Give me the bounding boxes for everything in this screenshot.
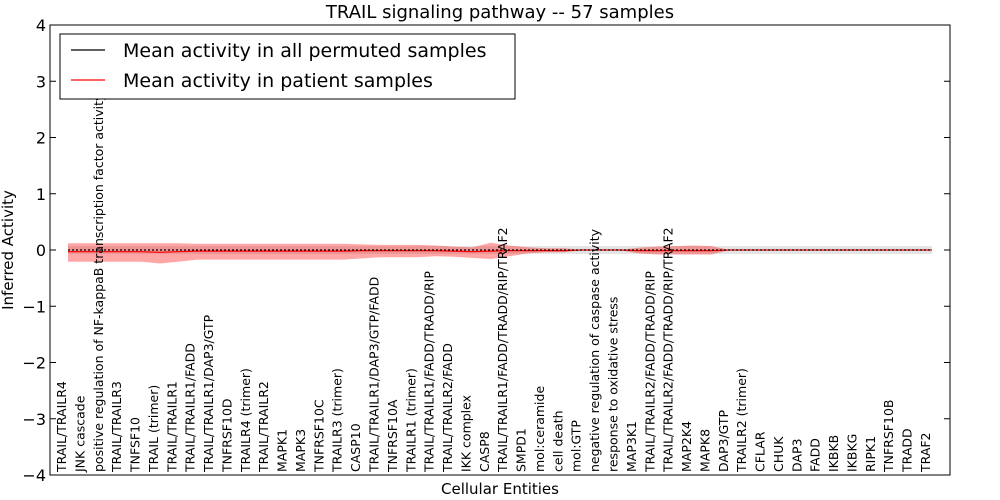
category-label: TRAIL (trimer) xyxy=(146,385,161,473)
legend: Mean activity in all permuted samples Me… xyxy=(59,33,516,100)
category-label: TRAIL/TRAILR3 xyxy=(109,381,124,473)
legend-label-permuted: Mean activity in all permuted samples xyxy=(123,40,486,62)
category-label: TNFRSF10B xyxy=(881,400,896,473)
category-label: TNFRSF10D xyxy=(219,398,234,473)
category-label: CASP8 xyxy=(477,431,492,472)
category-label: SMPD1 xyxy=(514,428,529,472)
y-tick-label: 3 xyxy=(36,72,46,91)
y-tick-label: 4 xyxy=(36,16,46,35)
category-label: TRAIL/TRAILR1/FADD/TRADD/RIP xyxy=(422,271,437,473)
category-label: mol:ceramide xyxy=(532,386,547,472)
category-label: TRAIL/TRAILR1 xyxy=(164,381,179,473)
category-label: MAP3K1 xyxy=(624,421,639,472)
y-tick-label: −1 xyxy=(22,297,46,316)
category-label: positive regulation of NF-kappaB transcr… xyxy=(91,93,106,472)
category-label: CHUK xyxy=(771,436,786,472)
category-label: TRAIL/TRAILR1/FADD/TRADD/RIP/TRAF2 xyxy=(495,227,510,473)
band-series-1 xyxy=(68,242,932,264)
y-tick-label: 1 xyxy=(36,185,46,204)
category-label: TNFRSF10C xyxy=(311,399,326,473)
legend-box xyxy=(59,33,516,100)
category-label: response to oxidative stress xyxy=(606,297,621,472)
y-tick-label: 2 xyxy=(36,129,46,148)
legend-label-patient: Mean activity in patient samples xyxy=(123,70,433,92)
chart-title: TRAIL signaling pathway -- 57 samples xyxy=(325,2,674,23)
category-label: TRAILR1 (trimer) xyxy=(403,368,418,473)
category-label: TRAIL/TRAILR2 xyxy=(256,381,271,473)
category-label: TNFSF10 xyxy=(128,417,143,473)
x-axis-label: Cellular Entities xyxy=(441,480,559,498)
category-label: mol:GTP xyxy=(569,420,584,472)
category-label: TRAILR2 (trimer) xyxy=(734,368,749,473)
line-series-1 xyxy=(68,249,932,253)
category-label: cell death xyxy=(550,410,565,472)
category-label: TRAIL/TRAILR2/FADD/TRADD/RIP xyxy=(642,271,657,473)
category-label: TRAIL/TRAILR1/FADD xyxy=(183,343,198,473)
series-lines xyxy=(68,249,932,253)
category-label: TRAIL/TRAILR2/FADD xyxy=(440,343,455,473)
category-label: TRAIL/TRAILR1/DAP3/GTP/FADD xyxy=(367,277,382,473)
category-label: TRADD xyxy=(900,428,915,473)
category-label: MAP2K4 xyxy=(679,421,694,472)
y-tick-label: −4 xyxy=(22,466,46,485)
category-label: TRAIL/TRAILR1/DAP3/GTP xyxy=(201,314,216,473)
category-label: TRAILR3 (trimer) xyxy=(330,368,345,473)
category-label: IKBKB xyxy=(826,435,841,472)
y-axis-label: Inferred Activity xyxy=(0,190,17,310)
category-label: TRAILR4 (trimer) xyxy=(238,368,253,473)
category-label: FADD xyxy=(808,438,823,472)
category-label: MAPK1 xyxy=(275,429,290,472)
category-label: negative regulation of caspase activity xyxy=(587,228,602,472)
y-tick-label: −2 xyxy=(22,354,46,373)
category-label: RIPK1 xyxy=(863,436,878,472)
category-label: JNK cascade xyxy=(72,395,87,473)
category-label: DAP3/GTP xyxy=(716,409,731,472)
category-label: IKBKG xyxy=(845,434,860,472)
y-tick-label: −3 xyxy=(22,410,46,429)
category-label: TRAF2 xyxy=(918,432,933,473)
category-label: MAPK3 xyxy=(293,429,308,472)
category-label: TRAIL/TRAILR4 xyxy=(54,381,69,473)
category-label: TRAIL/TRAILR2/FADD/TRADD/RIP/TRAF2 xyxy=(661,227,676,473)
category-label: TNFRSF10A xyxy=(385,399,400,473)
category-label: MAPK8 xyxy=(697,429,712,472)
category-label: DAP3 xyxy=(789,439,804,472)
y-tick-label: 0 xyxy=(36,241,46,260)
y-axis-ticks: −4 −3 −2 −1 0 1 2 3 4 xyxy=(22,16,950,485)
category-label: CASP10 xyxy=(348,423,363,472)
category-label: CFLAR xyxy=(753,431,768,472)
category-label: IKK complex xyxy=(458,395,473,472)
